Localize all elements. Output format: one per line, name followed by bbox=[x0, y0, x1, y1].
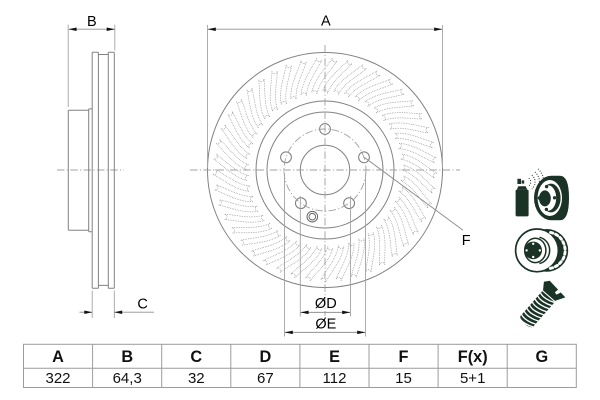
svg-text:F: F bbox=[462, 233, 471, 249]
svg-text:64,3: 64,3 bbox=[113, 370, 142, 387]
svg-text:C: C bbox=[190, 348, 202, 366]
svg-text:67: 67 bbox=[257, 370, 274, 387]
svg-text:A: A bbox=[52, 348, 64, 366]
svg-text:A: A bbox=[321, 13, 331, 29]
svg-text:ØD: ØD bbox=[315, 296, 337, 312]
svg-text:G: G bbox=[535, 348, 548, 366]
svg-text:112: 112 bbox=[323, 370, 347, 387]
svg-text:15: 15 bbox=[395, 370, 412, 387]
svg-text:32: 32 bbox=[188, 370, 205, 387]
svg-text:F: F bbox=[399, 348, 409, 366]
svg-text:B: B bbox=[121, 348, 133, 366]
svg-text:F(x): F(x) bbox=[458, 348, 488, 366]
svg-text:5+1: 5+1 bbox=[460, 370, 485, 387]
svg-text:ØE: ØE bbox=[315, 316, 336, 332]
svg-text:322: 322 bbox=[45, 370, 70, 387]
svg-text:B: B bbox=[87, 14, 97, 30]
svg-text:D: D bbox=[260, 348, 272, 366]
svg-text:C: C bbox=[137, 296, 147, 312]
svg-text:E: E bbox=[329, 348, 340, 366]
